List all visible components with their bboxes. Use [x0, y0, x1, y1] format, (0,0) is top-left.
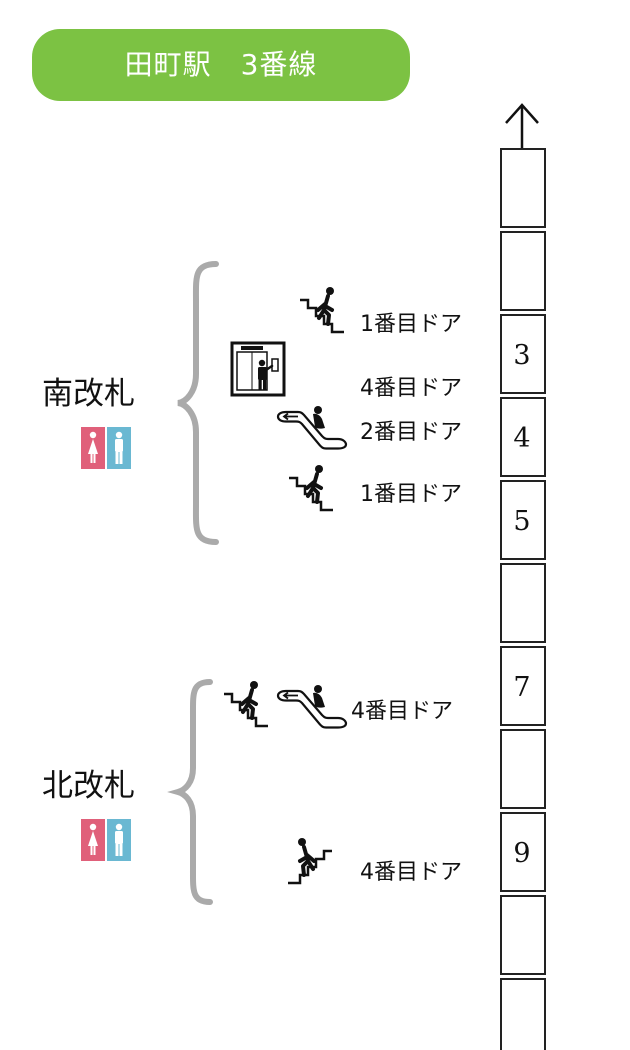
door-label-south-stairs-1: 1番目ドア [360, 312, 462, 337]
door-label-north-escalator: 4番目ドア [351, 699, 453, 724]
train-car-3 [500, 314, 546, 394]
train-car-4 [500, 397, 546, 477]
door-label-north-stairs: 4番目ドア [360, 860, 462, 885]
car-number-4: 4 [513, 423, 531, 454]
train-car-2 [500, 231, 546, 311]
door-label-south-elevator: 4番目ドア [360, 376, 462, 401]
train-car-11 [500, 978, 546, 1050]
door-label-south-stairs-2: 1番目ドア [360, 482, 462, 507]
restroom-male-icon [107, 819, 131, 861]
train-car-6 [500, 563, 546, 643]
restroom-male-icon [107, 427, 131, 469]
restroom-female-icon [81, 819, 105, 861]
north-gate-brace [167, 679, 213, 905]
escalator-icon [276, 406, 348, 450]
train-car-8 [500, 729, 546, 809]
north-gate-label: 北改札 [42, 768, 135, 804]
train-car-5 [500, 480, 546, 560]
stairs-up-icon [300, 287, 344, 334]
train-car-7 [500, 646, 546, 726]
stairs-up-icon [224, 681, 268, 728]
car-number-9: 9 [513, 838, 531, 869]
car-number-7: 7 [513, 672, 531, 703]
car-number-5: 5 [513, 506, 531, 537]
station-title: 田町駅 3番線 [32, 29, 410, 101]
train-car-10 [500, 895, 546, 975]
door-label-south-escalator: 2番目ドア [360, 420, 462, 445]
car-number-3: 3 [513, 340, 531, 371]
south-restroom-sign [81, 427, 131, 469]
stairs-up-icon [288, 838, 332, 885]
stairs-up-icon [289, 465, 333, 512]
elevator-icon [230, 341, 286, 397]
train-car-9 [500, 812, 546, 892]
restroom-female-icon [81, 427, 105, 469]
north-restroom-sign [81, 819, 131, 861]
escalator-icon [276, 685, 348, 729]
south-gate-label: 南改札 [42, 376, 135, 412]
south-gate-brace [177, 261, 219, 545]
train-car-1 [500, 148, 546, 228]
